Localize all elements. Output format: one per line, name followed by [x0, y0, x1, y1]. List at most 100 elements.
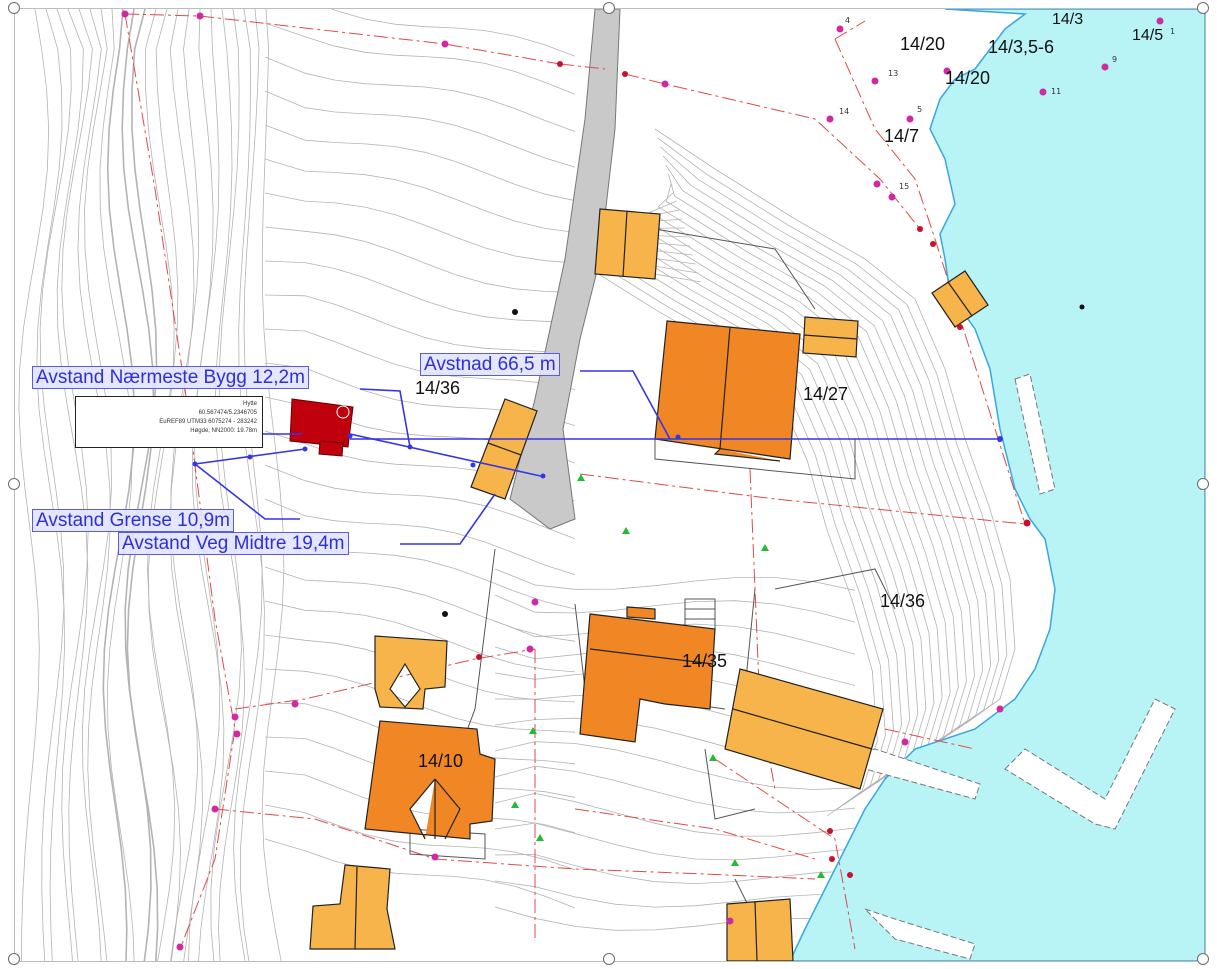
resize-handle-bottom-middle[interactable] — [603, 953, 615, 965]
resize-handle-bottom-left[interactable] — [8, 953, 20, 965]
point-number-labels: 4 13 14 5 15 11 9 1 — [839, 16, 1175, 191]
contour-line — [649, 200, 951, 768]
contour-line — [494, 765, 856, 814]
contour-line — [494, 880, 856, 908]
label-road-middle-distance: Avstand Veg Midtre 19,4m — [118, 532, 349, 555]
resize-handle-top-right[interactable] — [1197, 2, 1209, 14]
contour-line — [238, 9, 265, 961]
contour-line — [264, 464, 576, 540]
point-number-label: 4 — [845, 16, 850, 25]
building — [726, 898, 794, 961]
contour-line — [494, 822, 856, 861]
info-line-2: 60.567474/5.2346705 — [198, 410, 257, 416]
planned-cabin — [289, 398, 354, 457]
map-frame: 4 13 14 5 15 11 9 1 Hytte 60.567474/5.23… — [14, 8, 1206, 962]
resize-handle-middle-right[interactable] — [1197, 478, 1209, 490]
contour-line — [264, 668, 576, 733]
contour-line — [657, 191, 959, 763]
contour-line — [264, 226, 576, 294]
sea-area — [789, 9, 1205, 961]
contour-line — [662, 155, 992, 741]
contour-line — [77, 9, 111, 961]
cadastral-map: 4 13 14 5 15 11 9 1 — [18, 9, 1205, 961]
info-line-4: Høgde, NN2000: 19.78m — [190, 428, 257, 434]
contour-line — [99, 9, 135, 961]
contour-line — [264, 600, 576, 673]
label-nearest-building: Avstand Nærmeste Bygg 12,2m — [32, 366, 309, 389]
property-boundaries — [124, 13, 1026, 950]
contour-line — [657, 137, 1008, 730]
contour-line — [36, 9, 65, 961]
contour-line — [121, 9, 159, 961]
contour-line — [264, 56, 576, 132]
label-distance-66: Avstnad 66,5 m — [420, 353, 560, 376]
contour-line — [264, 90, 576, 168]
contour-line — [609, 238, 911, 795]
contour-line — [616, 233, 919, 790]
point-number-label: 14 — [839, 107, 849, 116]
contour-line — [264, 22, 576, 95]
contour-line — [144, 9, 181, 961]
resize-handle-top-middle[interactable] — [603, 2, 615, 14]
contour-line — [18, 9, 50, 961]
contour-line — [494, 906, 856, 931]
contour-line — [264, 192, 576, 264]
building — [931, 270, 989, 328]
contour-line — [624, 227, 927, 784]
contour-line — [641, 209, 943, 773]
contour-line — [494, 594, 856, 623]
boundary-points — [121, 10, 1164, 951]
contour-line — [660, 146, 1000, 736]
info-line-1: Hytte — [242, 401, 257, 407]
black-points — [442, 304, 1085, 617]
contour-line — [261, 9, 285, 961]
contour-line — [665, 164, 984, 746]
contour-line — [124, 9, 158, 961]
building — [579, 606, 716, 743]
contour-line — [601, 244, 903, 800]
buildings-light — [309, 208, 989, 961]
contour-lines — [18, 9, 1016, 961]
parcel-label-14-35: 14/35 — [682, 651, 728, 671]
contour-line — [264, 124, 576, 202]
point-number-label: 11 — [1051, 87, 1061, 96]
building — [309, 864, 396, 950]
contour-line — [585, 255, 886, 811]
measurement-points — [192, 433, 1003, 479]
contour-line — [264, 294, 576, 356]
building — [364, 720, 496, 840]
parcel-label-14-3: 14/3 — [1052, 11, 1084, 28]
contour-line — [233, 9, 263, 961]
building — [374, 635, 448, 710]
contour-line — [264, 498, 576, 576]
contour-line — [264, 260, 576, 324]
contour-line — [102, 9, 136, 961]
contour-line — [81, 9, 112, 961]
point-number-label: 5 — [917, 105, 922, 114]
contour-line — [264, 158, 576, 233]
contour-line — [494, 568, 856, 591]
resize-handle-bottom-right[interactable] — [1197, 953, 1209, 965]
parcel-label-14-7: 14/7 — [884, 126, 920, 146]
contour-line — [665, 182, 967, 757]
point-number-label: 13 — [888, 69, 898, 78]
contour-line — [264, 838, 576, 909]
resize-handle-top-left[interactable] — [8, 2, 20, 14]
cabin-info-box: Hytte 60.567474/5.2346705 EuREF89 UTM33 … — [75, 396, 263, 448]
contour-line — [264, 770, 576, 834]
measurement-lines — [194, 370, 1000, 545]
parcel-label-14-10: 14/10 — [418, 751, 464, 771]
resize-handle-middle-left[interactable] — [8, 478, 20, 490]
contour-line — [494, 854, 856, 885]
contour-line — [147, 9, 179, 961]
contour-line — [264, 566, 576, 642]
parcel-label-14-36-right: 14/36 — [880, 591, 926, 611]
contour-line — [188, 9, 221, 961]
parcel-label-14-20-b: 14/20 — [945, 68, 991, 88]
parcel-label-14-27: 14/27 — [803, 384, 849, 404]
contour-line — [264, 804, 576, 871]
buildings-dark — [364, 320, 801, 840]
building — [724, 668, 884, 790]
parcel-label-14-20-a: 14/20 — [900, 34, 946, 54]
contour-line — [494, 741, 856, 790]
